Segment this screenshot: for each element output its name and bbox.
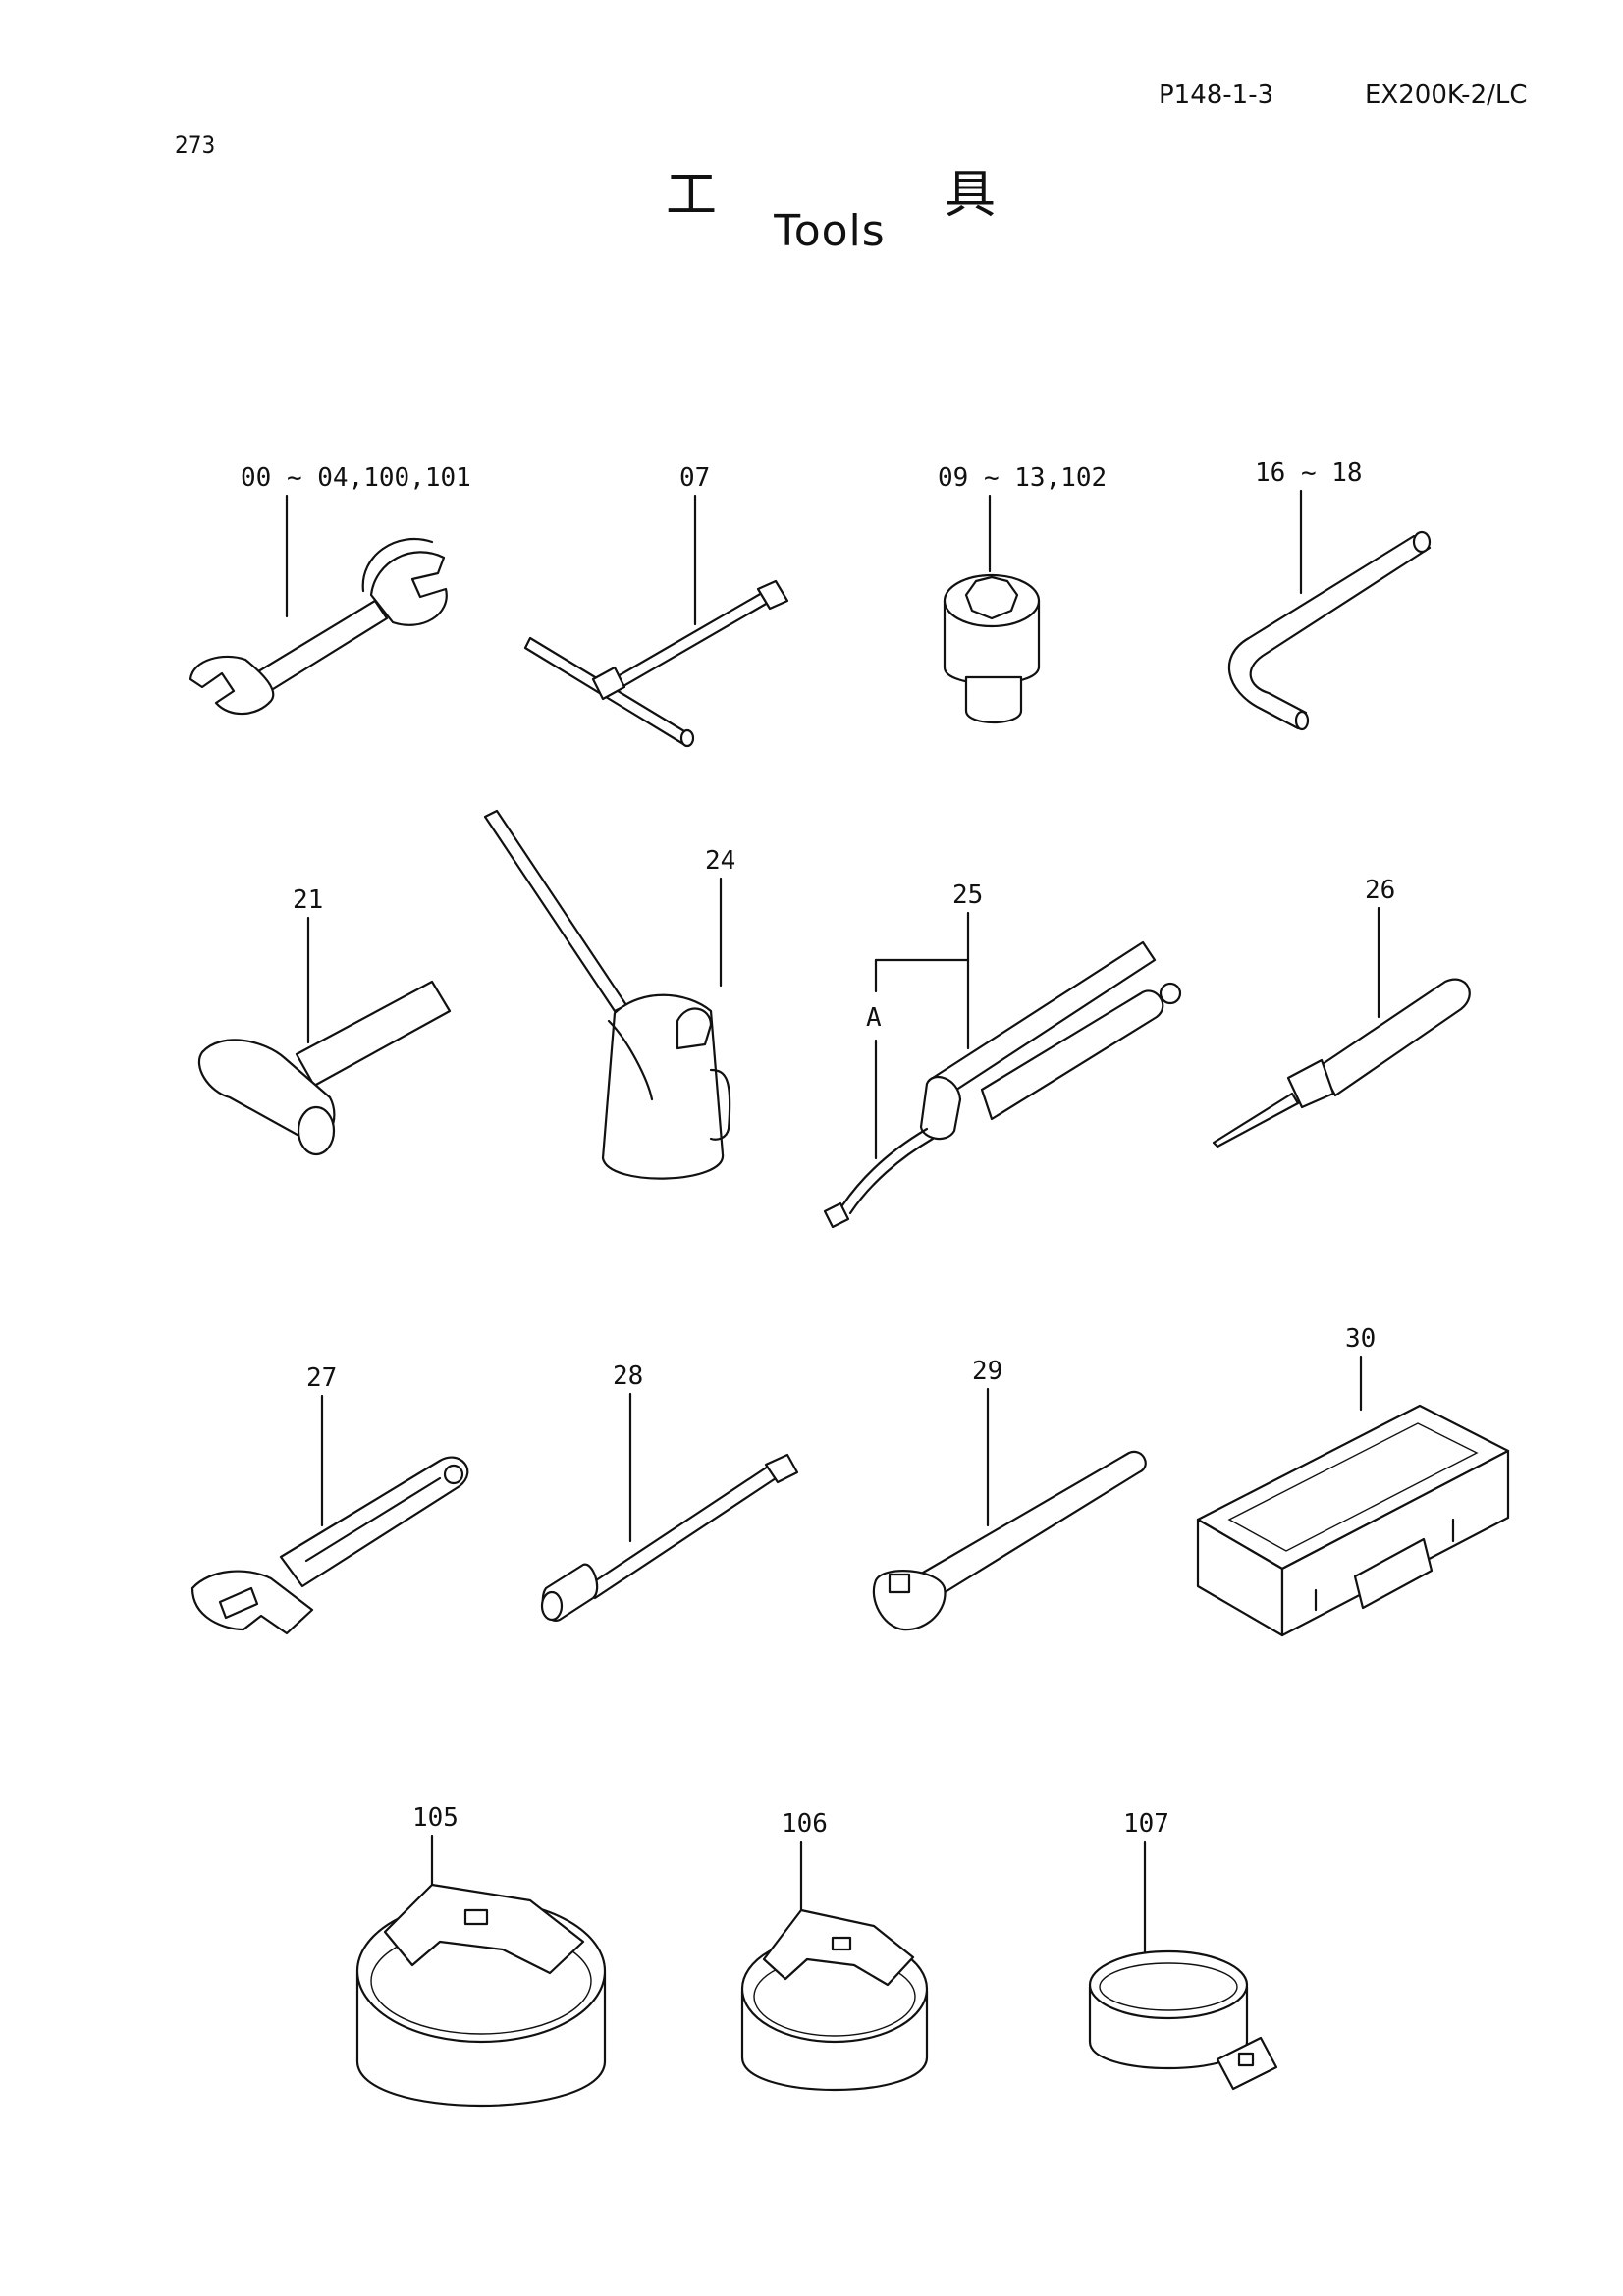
part-label-oil-can: 24: [705, 846, 735, 876]
part-grease-gun: 25 A: [823, 881, 1182, 1229]
part-label-ratchet-handle: 29: [972, 1357, 1002, 1386]
part-label-hex-key: 16 ~ 18: [1255, 458, 1363, 488]
part-label-wrench: 00 ~ 04,100,101: [241, 463, 471, 493]
page-code: P148-1-3: [1159, 80, 1274, 110]
page-number: 273: [175, 132, 216, 159]
part-ratchet-handle: 29: [872, 1357, 1147, 1631]
part-filter-wrench-large: 105: [355, 1803, 607, 2108]
part-socket: 09 ~ 13,102: [938, 463, 1107, 724]
part-label-filter-wrench-medium: 106: [782, 1809, 828, 1839]
part-label-socket: 09 ~ 13,102: [938, 463, 1107, 493]
part-label-tool-box: 30: [1345, 1324, 1376, 1354]
page-title: Tools: [774, 206, 886, 256]
part-label-hammer: 21: [293, 885, 323, 915]
part-adjustable-wrench: 27: [190, 1363, 469, 1635]
title-japanese-2: 具: [945, 166, 997, 225]
part-oil-can: 24: [483, 809, 735, 1180]
part-label-grease-gun: 25: [952, 881, 983, 910]
part-hammer: 21: [197, 885, 452, 1156]
part-screwdriver: 26: [1212, 876, 1471, 1148]
part-label-filter-wrench-large: 105: [412, 1803, 459, 1833]
part-hex-key: 16 ~ 18: [1227, 458, 1432, 731]
part-sublabel-grease-gun: A: [866, 1003, 882, 1033]
part-filter-wrench-medium: 106: [740, 1809, 929, 2091]
part-label-screwdriver: 26: [1365, 876, 1395, 905]
part-extension-bar: 28: [540, 1362, 799, 1622]
part-label-extension-bar: 28: [613, 1362, 643, 1391]
model-code: EX200K-2/LC: [1365, 80, 1528, 110]
part-t-handle-wrench: 07: [523, 463, 789, 748]
part-tool-box: 30: [1196, 1324, 1510, 1637]
part-label-filter-wrench-small: 107: [1123, 1809, 1169, 1839]
part-wrench: 00 ~ 04,100,101: [189, 463, 471, 716]
part-label-t-handle-wrench: 07: [679, 463, 710, 493]
title-japanese-1: 工: [666, 166, 718, 225]
part-label-adjustable-wrench: 27: [306, 1363, 337, 1393]
part-filter-wrench-small: 107: [1088, 1809, 1278, 2091]
